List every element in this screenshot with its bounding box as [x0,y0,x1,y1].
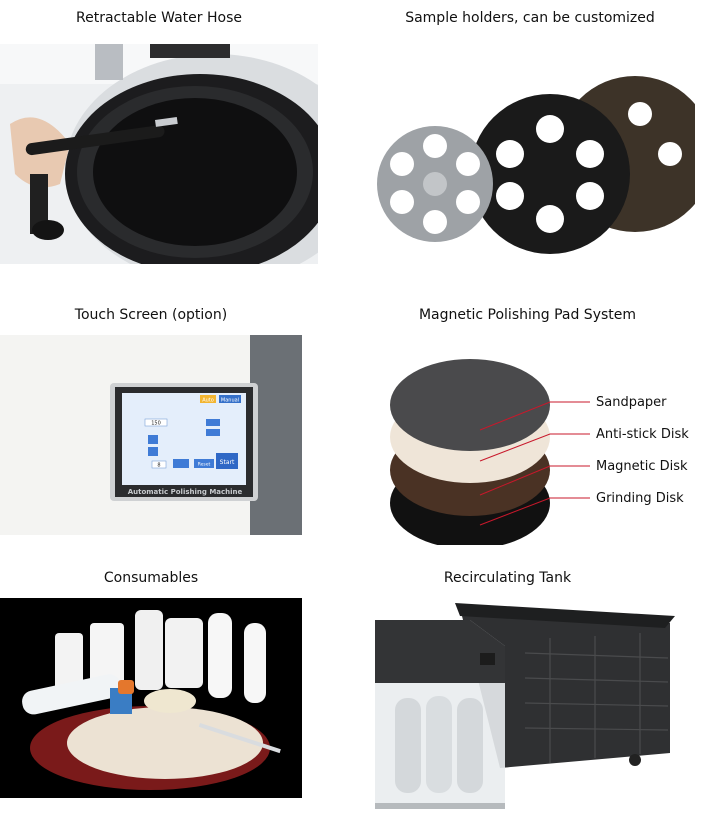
leader-grinding [479,497,590,526]
label-magnetic-disk: Magnetic Disk [596,459,688,474]
label-sandpaper: Sandpaper [596,395,667,410]
consumables-photo-art [0,598,302,798]
caption-hose: Retractable Water Hose [76,10,242,26]
caption-pads: Magnetic Polishing Pad System [418,307,637,323]
caption-tank: Recirculating Tank [443,570,572,586]
screen-menu-label: Manual [221,398,239,404]
screen-machine-label: Automatic Polishing Machine [128,488,243,496]
caption-touch: Touch Screen (option) [74,307,228,323]
screen-start-label: Start [220,459,235,466]
holders-photo-art [365,44,695,264]
pads-diagram: Sandpaper Anti-stick Disk Magnetic Disk … [350,335,705,545]
holders-photo [365,44,695,264]
screen-run-label: Auto [202,398,214,404]
tank-photo-art [350,598,680,820]
caption-consumables: Consumables [103,570,199,586]
leader-magnetic [479,465,590,496]
screen-reset-label: Reset [198,462,211,468]
hose-photo [0,44,318,264]
caption-holders: Sample holders, can be customized [405,10,655,26]
consumables-photo [0,598,302,798]
touch-photo: Auto Manual 150 8 Reset Start Automatic … [0,335,302,535]
pads-diagram-art: Sandpaper Anti-stick Disk Magnetic Disk … [390,359,689,545]
tank-photo [350,598,680,820]
pad-sandpaper [390,359,550,451]
leader-sandpaper [479,401,590,431]
label-grinding-disk: Grinding Disk [596,491,684,506]
label-anti-stick-disk: Anti-stick Disk [596,427,689,442]
leader-anti-stick [479,433,590,462]
screen-value-a: 150 [151,421,161,427]
screen-value-b: 8 [157,463,160,469]
hose-photo-art [0,44,318,264]
touch-photo-art: Auto Manual 150 8 Reset Start Automatic … [0,335,302,535]
